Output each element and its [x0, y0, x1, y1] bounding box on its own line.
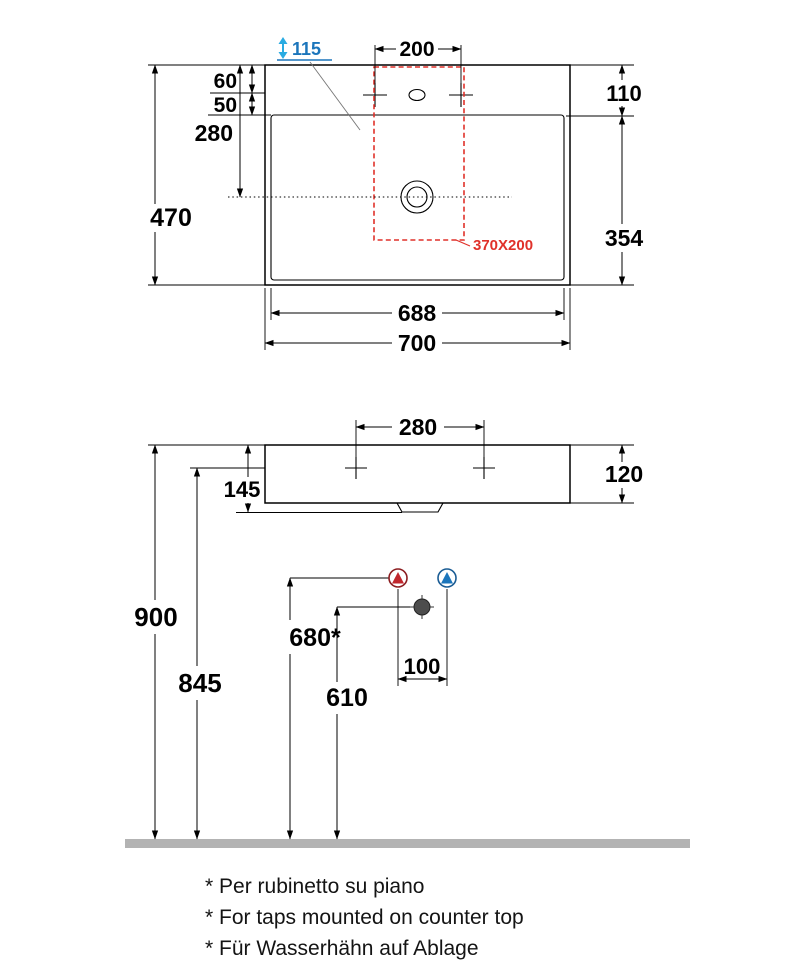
tap-cutout-label: 370X200	[473, 237, 533, 254]
drain-outlet-notch	[396, 502, 444, 513]
dim-label-120: 120	[605, 461, 643, 487]
front-view: 280 120 145	[220, 414, 648, 513]
basin-inner-rect	[270, 114, 565, 281]
cold-water-icon	[437, 568, 457, 588]
dim-front-height: 120	[570, 444, 648, 504]
footnotes: * Per rubinetto su piano * For taps moun…	[205, 875, 524, 960]
dim-label-354: 354	[605, 225, 644, 251]
dim-label-900: 900	[134, 602, 177, 632]
dim-label-680: 680*	[289, 624, 341, 652]
dim-label-200: 200	[399, 38, 434, 61]
footnote-german: * Für Wasserhähn auf Ablage	[205, 937, 479, 960]
dim-label-110: 110	[606, 81, 642, 106]
dim-rim-height: 900	[128, 444, 265, 840]
installation-view: 900 845 680* 610	[125, 444, 690, 848]
dim-label-280-front: 280	[399, 414, 437, 440]
faucet-note-leader	[309, 61, 361, 131]
top-view: 370X200 115 200	[146, 37, 648, 356]
basin-front-rect	[264, 444, 571, 504]
dim-front-hole-spacing: 280	[355, 414, 485, 461]
dim-bottom-stack: 688 700	[264, 288, 571, 356]
tap-cutout-leader	[455, 239, 471, 247]
dim-label-280-top: 280	[195, 120, 233, 146]
dim-label-470: 470	[150, 204, 192, 232]
dim-front-depth: 145	[220, 444, 402, 513]
dim-waste-height: 610	[320, 606, 413, 840]
dim-label-845: 845	[178, 668, 221, 698]
dim-hole-spacing: 200	[374, 38, 462, 87]
dim-label-688: 688	[398, 300, 437, 326]
basin-outer-rect	[264, 64, 571, 286]
hot-water-icon	[388, 568, 408, 588]
waste-outlet-icon	[410, 595, 434, 619]
floor-line	[125, 839, 690, 848]
dim-label-50: 50	[214, 94, 237, 117]
dim-mid-height: 845	[172, 467, 265, 840]
dim-label-610: 610	[326, 684, 368, 712]
dim-left-stack: 60 50 280 470	[146, 64, 271, 286]
tap-cutout-area	[373, 66, 465, 241]
up-down-arrow-icon	[278, 37, 288, 59]
footnote-english: * For taps mounted on counter top	[205, 906, 524, 929]
faucet-note-label: 115	[292, 39, 321, 59]
dim-label-145: 145	[224, 477, 261, 502]
dim-label-60: 60	[214, 70, 237, 93]
center-hole-icon	[408, 88, 426, 102]
dim-right-stack: 110 354	[566, 64, 648, 286]
faucet-note: 115	[277, 37, 361, 131]
dim-supply-spacing: 100	[397, 589, 448, 686]
dim-label-700: 700	[398, 330, 436, 356]
footnote-italian: * Per rubinetto su piano	[205, 875, 424, 898]
dim-label-100: 100	[404, 654, 441, 679]
